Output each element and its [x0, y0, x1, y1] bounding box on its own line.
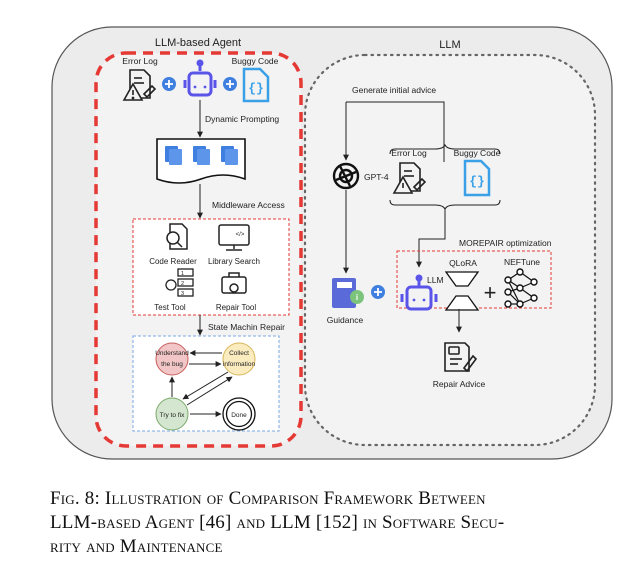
library-search-icon: </>: [218, 224, 250, 251]
prompt-document: [156, 138, 246, 184]
tools-box: [132, 218, 290, 316]
svg-text:2: 2: [181, 281, 184, 287]
caption-line: LLM-based Agent [46] and LLM [152] in So…: [50, 512, 505, 533]
morepair-label: MOREPAIR optimization: [459, 238, 552, 248]
right-buggy-code-icon: {}: [463, 159, 491, 197]
state-understand-label: the bug: [161, 361, 183, 368]
test-tool-icon: 1 2 3: [165, 268, 194, 297]
neftune-label: NEFTune: [504, 257, 540, 267]
state-understand-label: Understand: [155, 350, 189, 357]
plus-icon: [223, 77, 237, 91]
caption-line: rity and Maintenance: [50, 536, 223, 557]
error-log-label: Error Log: [122, 56, 158, 66]
openai-logo-icon: [332, 162, 360, 190]
svg-text:i: i: [356, 293, 358, 302]
right-error-log-icon: [392, 162, 427, 194]
state-done: [222, 397, 256, 431]
code-reader-icon: [166, 223, 188, 250]
tool-label-test-tool: Test Tool: [154, 303, 186, 312]
gpt4-label: GPT-4: [364, 172, 389, 182]
llm-label: LLM: [427, 275, 444, 285]
top-brace: [389, 143, 501, 155]
robot-llm-icon: [400, 274, 438, 311]
state-collect-label: Collect: [229, 350, 249, 357]
qlora-hourglass-icon: [444, 271, 480, 311]
plus-icon: [371, 285, 385, 299]
state-collect-label: information: [223, 361, 256, 368]
svg-text:</>: </>: [236, 232, 245, 238]
connector: [416, 209, 446, 268]
state-understand: [155, 342, 189, 376]
middleware-access-label: Middleware Access: [212, 200, 285, 210]
repair-tool-icon: [221, 272, 247, 294]
buggy-code-label: Buggy Code: [232, 56, 279, 66]
state-try-fix: [155, 397, 189, 431]
plus-icon: [162, 77, 176, 91]
repair-advice-label: Repair Advice: [433, 379, 486, 389]
svg-text:{}: {}: [469, 174, 485, 189]
figure-caption: Fig. 8: Illustration of Comparison Frame…: [50, 487, 610, 559]
svg-text:3: 3: [181, 291, 184, 297]
state-done-inner: [225, 400, 253, 428]
tool-label-library-search: Library Search: [208, 257, 260, 266]
qlora-label: QLoRA: [449, 258, 477, 268]
robot-agent-icon: [183, 59, 217, 97]
dynamic-prompting-label: Dynamic Prompting: [205, 114, 279, 124]
repair-advice-icon: [444, 342, 478, 373]
state-machine-label: State Machin Repair: [208, 322, 285, 332]
framework-diagram: LLM-based Agent LLM Error Log Buggy Code…: [51, 26, 613, 460]
connector: [346, 101, 445, 162]
agent-panel-title: LLM-based Agent: [155, 37, 241, 49]
svg-text:{}: {}: [248, 81, 264, 96]
llm-panel: [303, 53, 597, 447]
state-done-label: Done: [231, 412, 247, 419]
neural-network-icon: [504, 268, 538, 308]
buggy-code-icon: {}: [242, 67, 270, 103]
guidance-book-icon: i: [332, 278, 364, 308]
caption-line: Fig. 8: Illustration of Comparison Frame…: [50, 488, 486, 509]
state-transitions: [169, 350, 233, 417]
generate-initial-advice-label: Generate initial advice: [352, 85, 436, 95]
state-try-fix-label: Try to fix: [160, 412, 185, 419]
state-collect: [222, 342, 256, 376]
tool-label-repair-tool: Repair Tool: [216, 303, 257, 312]
svg-text:1: 1: [181, 271, 184, 277]
llm-panel-title: LLM: [439, 39, 460, 51]
error-log-icon: [122, 69, 157, 101]
tool-label-code-reader: Code Reader: [149, 257, 197, 266]
right-error-log-label: Error Log: [391, 148, 427, 158]
plus-sign: +: [484, 280, 497, 305]
right-buggy-code-label: Buggy Code: [454, 148, 501, 158]
guidance-label: Guidance: [327, 315, 364, 325]
